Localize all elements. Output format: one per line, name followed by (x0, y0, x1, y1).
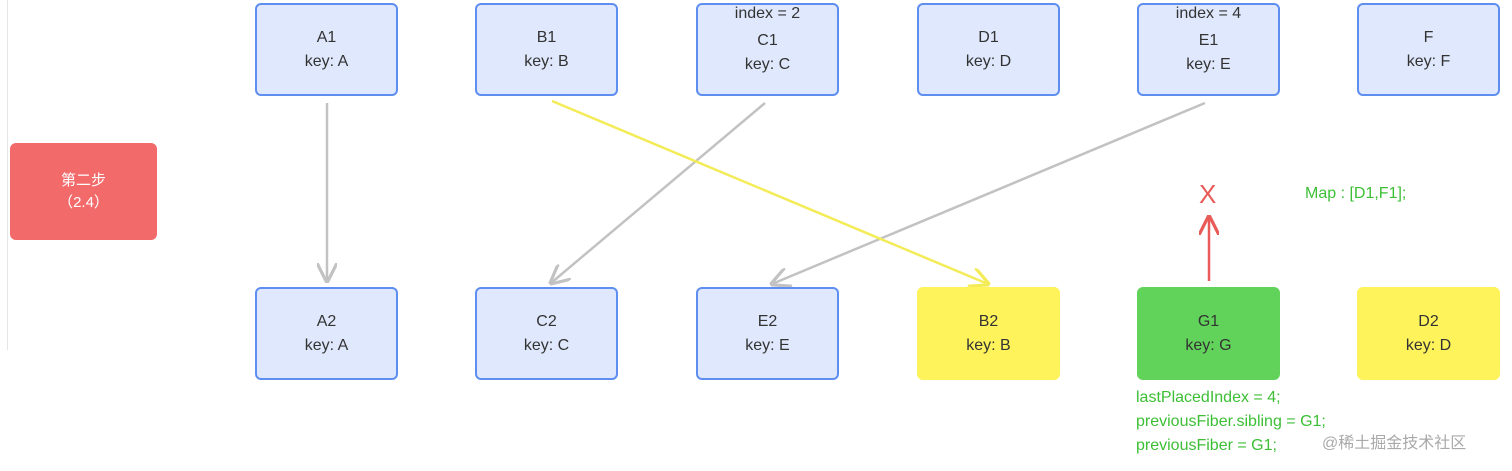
node-e1: index = 4 E1 key: E (1137, 3, 1280, 96)
code-line-2: previousFiber.sibling = G1; (1136, 413, 1326, 430)
node-key: key: C (744, 55, 791, 73)
node-key: key: A (304, 52, 349, 70)
node-key: key: D (965, 52, 1012, 70)
delete-mark-icon: X (1199, 179, 1217, 209)
node-c2: C2 key: C (475, 287, 618, 380)
code-line-1: lastPlacedIndex = 4; (1136, 389, 1281, 406)
node-g1: G1 key: G (1137, 287, 1280, 380)
node-a1: A1 key: A (255, 3, 398, 96)
node-label: C2 (536, 312, 557, 330)
node-label: C1 (757, 31, 778, 49)
node-label: A2 (316, 312, 337, 330)
node-key: key: B (524, 52, 569, 70)
node-label: E2 (757, 312, 778, 330)
node-label: B2 (978, 312, 999, 330)
node-key: key: B (966, 336, 1011, 354)
arrow-e1-e2 (772, 101, 1206, 284)
node-label: G1 (1197, 312, 1220, 330)
node-key: key: G (1185, 336, 1232, 354)
map-text: Map : [D1,F1]; (1305, 185, 1407, 202)
node-label: D1 (978, 28, 999, 46)
node-e2: E2 key: E (696, 287, 839, 380)
node-key: key: C (523, 336, 570, 354)
node-d2: D2 key: D (1357, 287, 1500, 380)
node-b2: B2 key: B (917, 287, 1060, 380)
step-title: 第二步 (60, 171, 106, 189)
node-a2: A2 key: A (255, 287, 398, 380)
node-key: key: E (745, 336, 790, 354)
step-badge: 第二步 （2.4） (10, 143, 157, 240)
node-f: F key: F (1357, 3, 1500, 96)
node-c1: index = 2 C1 key: C (696, 3, 839, 96)
arrow-c1-c2 (551, 102, 766, 283)
node-d1: D1 key: D (917, 3, 1060, 96)
node-label: A1 (316, 28, 337, 46)
code-line-3: previousFiber = G1; (1136, 437, 1277, 454)
node-label: B1 (536, 28, 557, 46)
node-key: key: D (1405, 336, 1452, 354)
arrow-b1-b2 (551, 99, 988, 284)
node-key: key: E (1186, 55, 1231, 73)
node-key: key: F (1406, 52, 1451, 70)
step-subtitle: （2.4） (58, 193, 109, 211)
node-b1: B1 key: B (475, 3, 618, 96)
node-label: E1 (1198, 31, 1219, 49)
index-label: index = 4 (1175, 5, 1242, 22)
node-label: D2 (1418, 312, 1439, 330)
node-key: key: A (304, 336, 349, 354)
watermark: @稀土掘金技术社区 (1322, 435, 1467, 452)
index-label: index = 2 (734, 5, 801, 22)
left-divider (7, 0, 8, 350)
node-label: F (1423, 28, 1434, 46)
